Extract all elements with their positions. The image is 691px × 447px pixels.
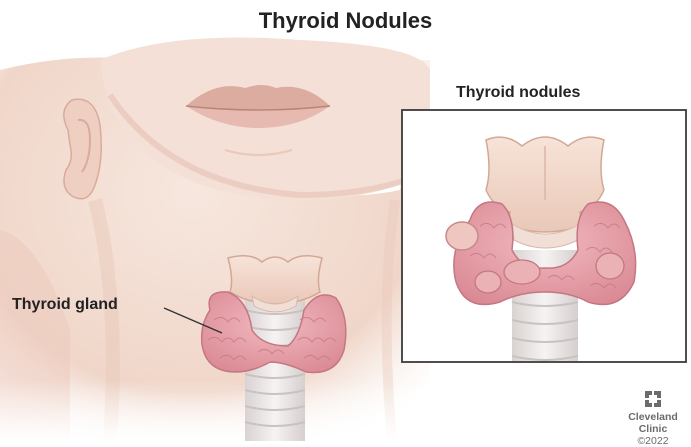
inset-label: Thyroid nodules — [456, 84, 580, 102]
logo-line-2: Clinic — [621, 423, 685, 435]
nodule-center — [504, 260, 540, 284]
logo-copyright: ©2022 — [621, 435, 685, 447]
logo-line-1: Cleveland — [621, 411, 685, 423]
cleveland-clinic-logo: Cleveland Clinic ©2022 — [621, 390, 685, 447]
gland-label: Thyroid gland — [12, 296, 118, 314]
cleveland-clinic-logo-mark-icon — [644, 390, 662, 408]
nodule-left — [446, 222, 478, 250]
nodule-right — [596, 253, 624, 279]
nodule-lower-left — [475, 271, 501, 293]
page-title: Thyroid Nodules — [0, 8, 691, 34]
nodules-inset — [402, 110, 686, 362]
